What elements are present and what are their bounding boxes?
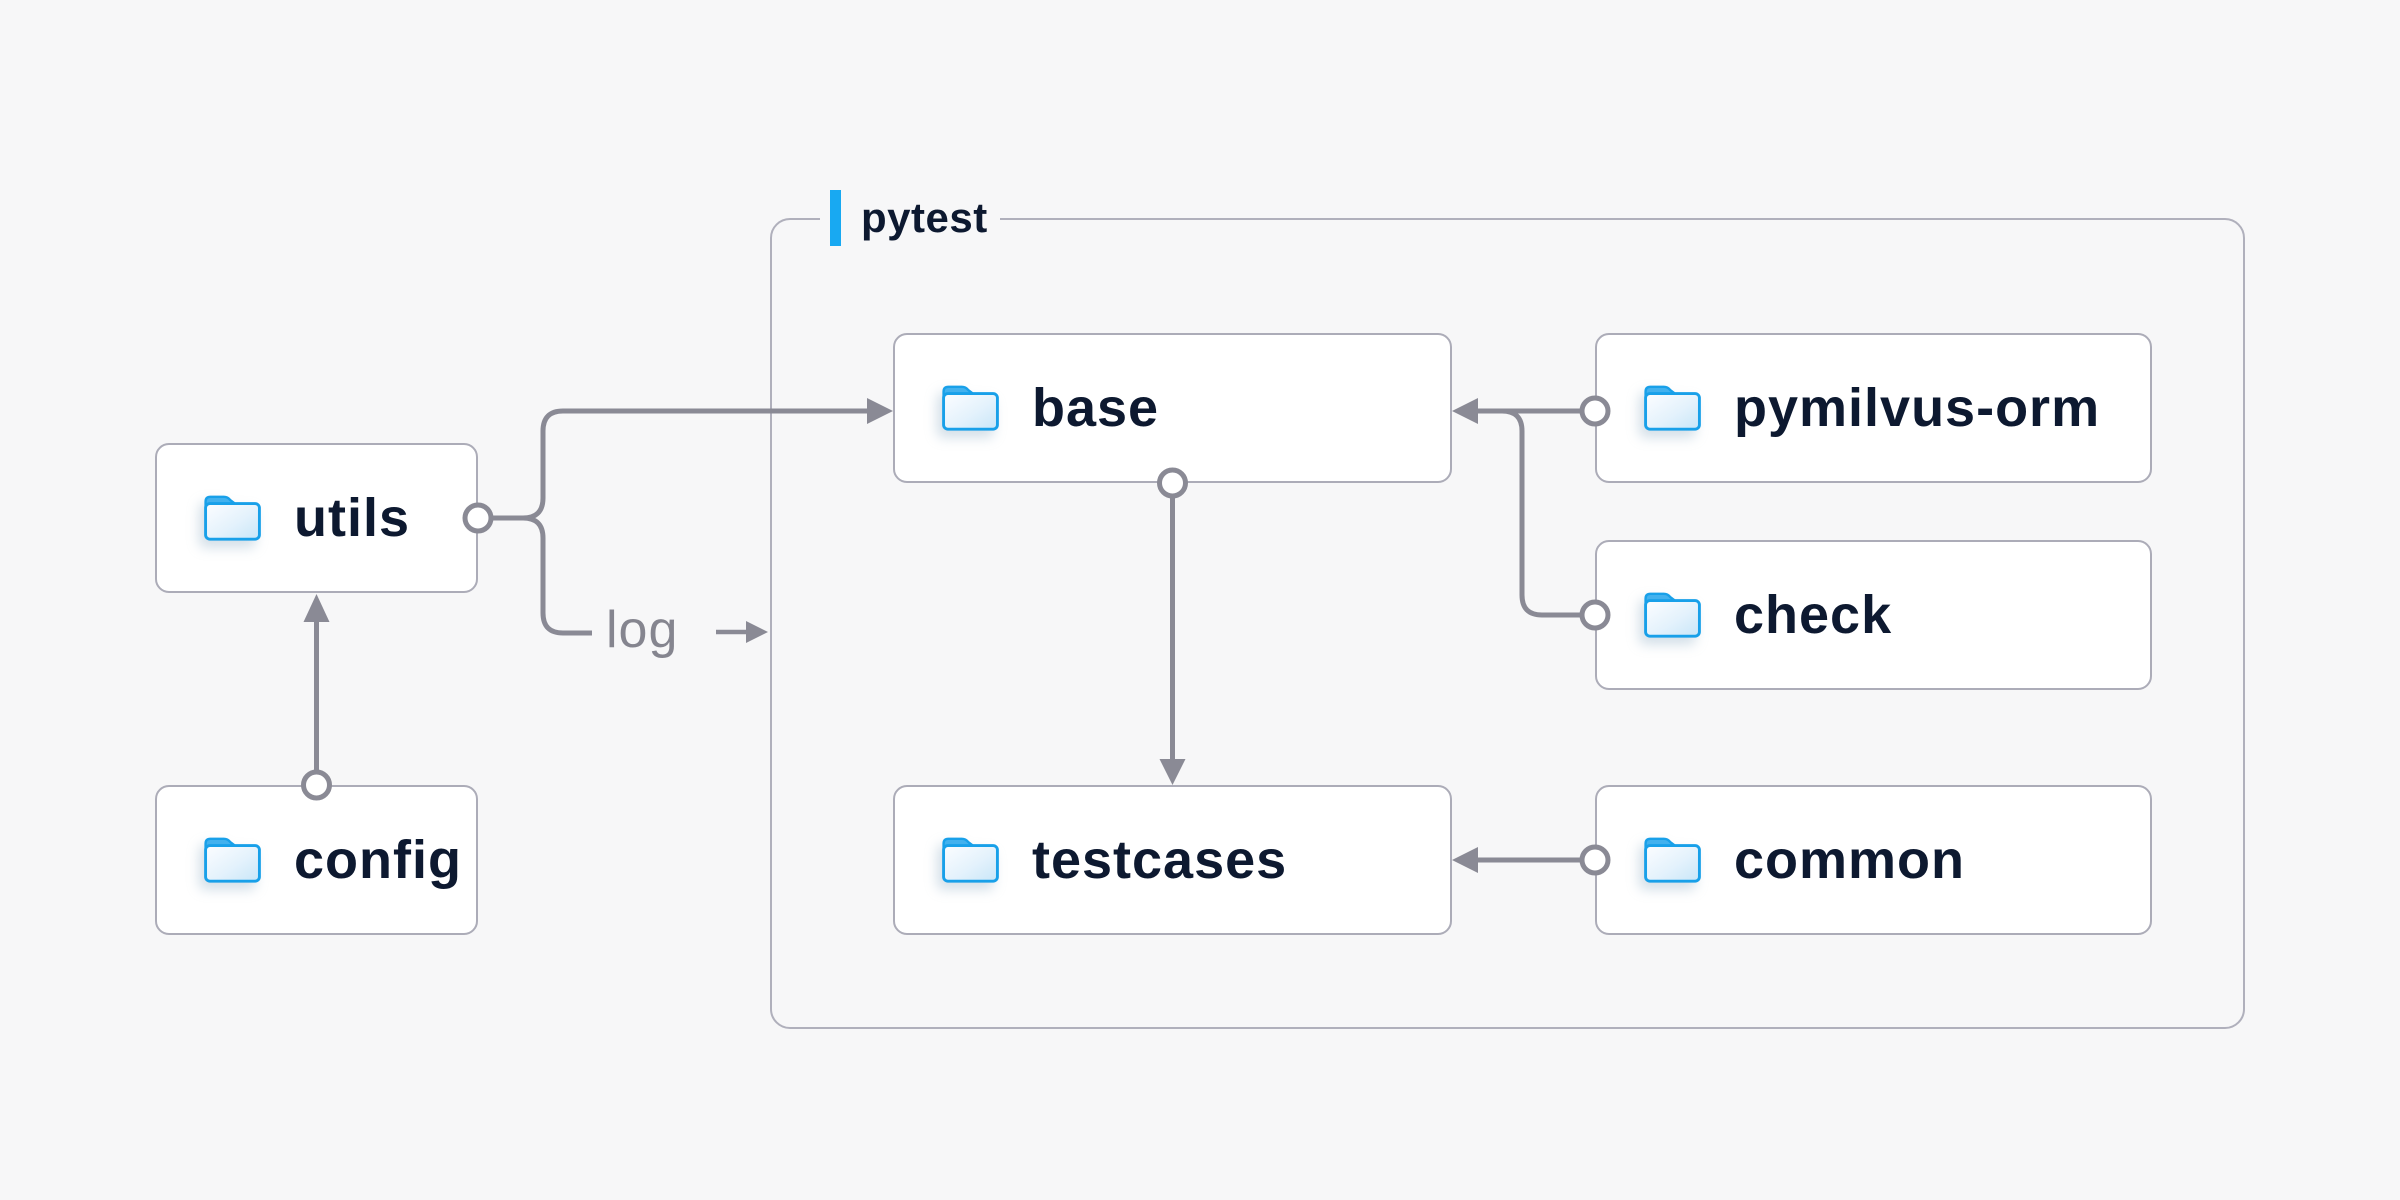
accent-bar [830,190,841,246]
arrowhead-up [303,594,330,622]
node-label-common: common [1734,830,1966,890]
folder-icon [1644,592,1701,638]
node-check: check [1595,540,2152,690]
edge-label-log: log [606,601,679,659]
node-label-testcases: testcases [1032,830,1288,890]
node-base: base [893,333,1452,483]
folder-icon [942,837,999,883]
node-label-config: config [294,830,462,890]
folder-icon [1644,837,1701,883]
group-pytest-label: pytest [820,189,1000,247]
edge-config-utils [301,594,332,801]
node-testcases: testcases [893,785,1452,935]
folder-icon [204,837,261,883]
node-pymilvus-orm: pymilvus-orm [1595,333,2152,483]
node-common: common [1595,785,2152,935]
node-config: config [155,785,478,935]
arrowhead-right-small [746,621,768,643]
node-label-utils: utils [294,488,411,548]
node-utils: utils [155,443,478,593]
node-label-base: base [1032,378,1160,438]
group-pytest: pytest [770,189,2245,1029]
folder-icon [942,385,999,431]
node-label-pymilvus-orm: pymilvus-orm [1734,378,2101,438]
folder-icon [1644,385,1701,431]
folder-icon [204,495,261,541]
group-pytest-title: pytest [861,194,988,241]
node-label-check: check [1734,585,1893,645]
